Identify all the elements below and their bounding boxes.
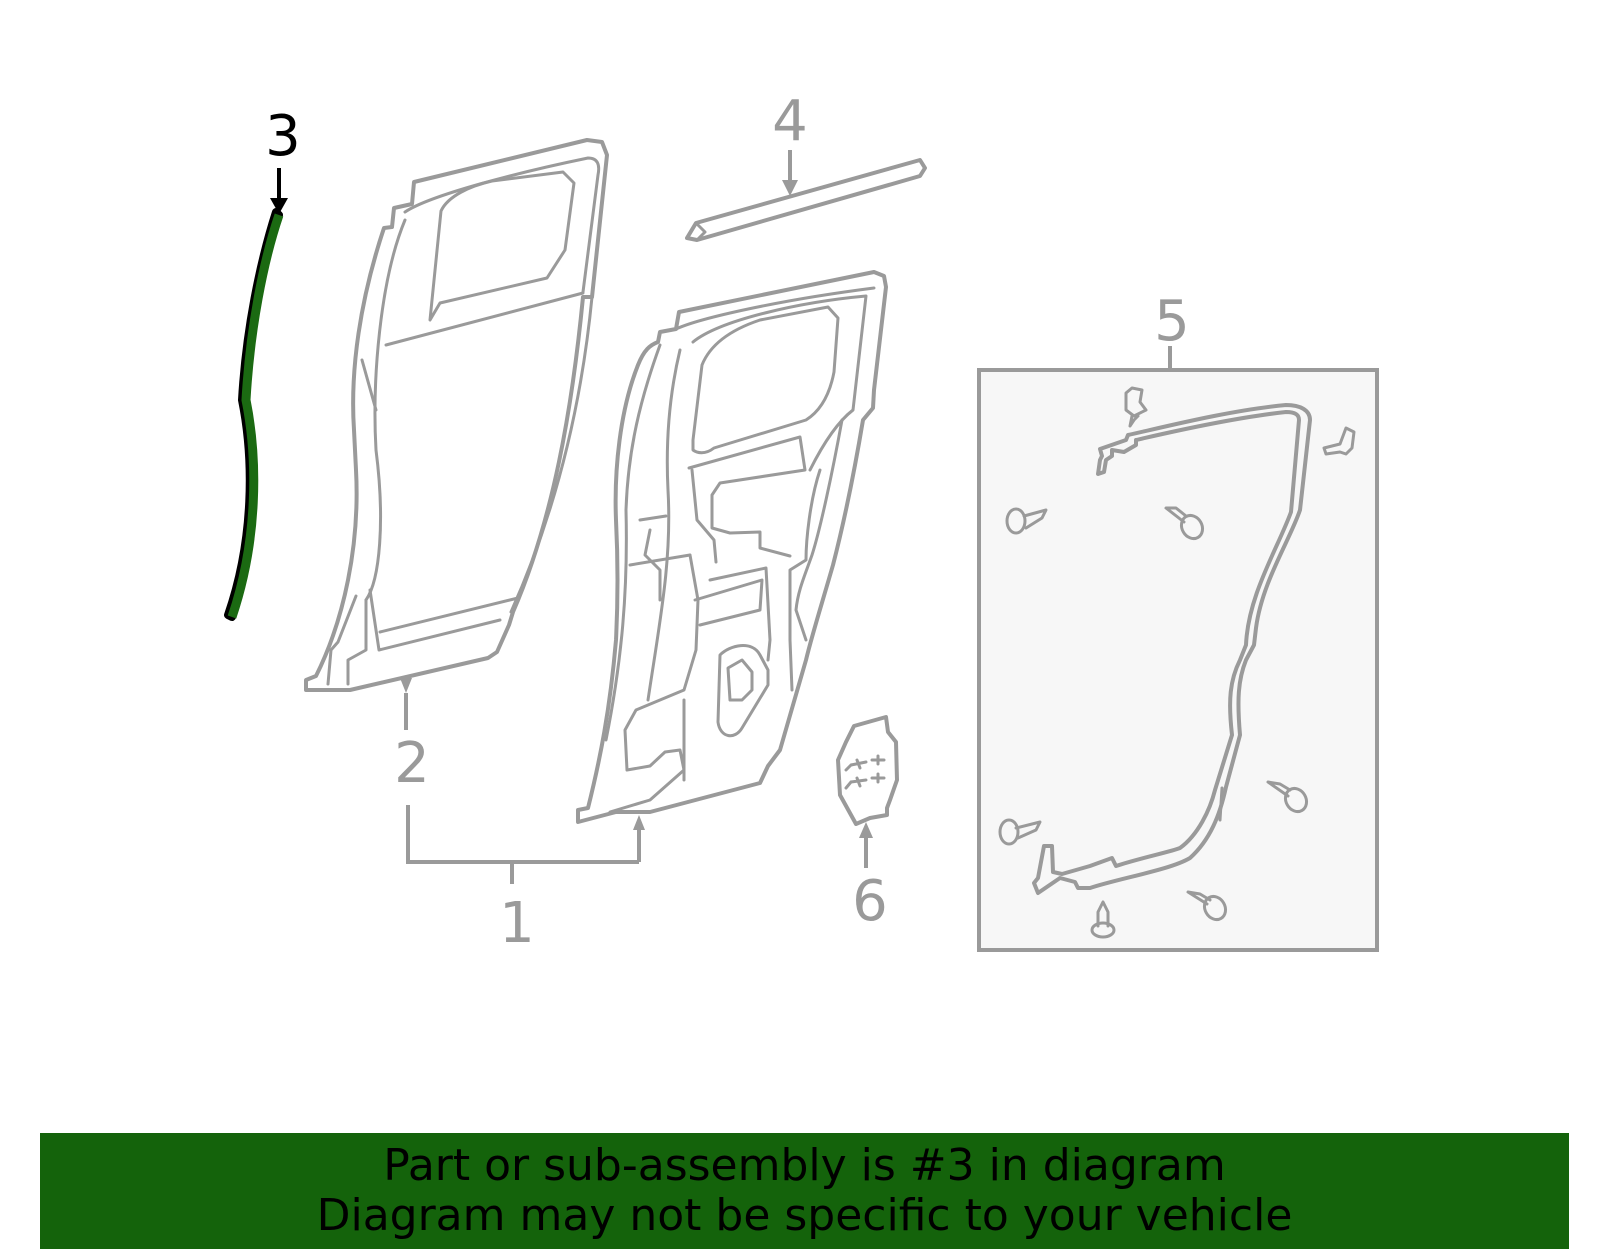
callout-1: 1 [406,805,645,956]
callout-4: 4 [772,89,808,196]
callout-5-label: 5 [1154,289,1190,354]
callout-1-label: 1 [499,891,535,956]
callout-6: 6 [852,822,888,934]
callout-6-label: 6 [852,869,888,934]
clip-fastener [998,818,1042,846]
part-1-door-assembly[interactable] [576,270,888,824]
clip-fastener [1322,426,1356,456]
callout-3: 3 [265,104,301,214]
clip-fastener [1164,506,1205,541]
clip-fastener [1186,890,1228,922]
clip-fastener [1005,507,1048,535]
clip-fastener [1090,900,1116,939]
callout-3-label: 3 [265,104,301,169]
callout-4-label: 4 [772,89,808,154]
part-5-seal-kit[interactable] [977,368,1379,952]
callout-5: 5 [1154,289,1190,370]
part-2-door-shell[interactable] [304,138,609,692]
part-6-bracket[interactable] [836,715,899,826]
part-4-belt-molding[interactable] [685,158,927,242]
part-3-weatherstrip[interactable] [224,208,284,621]
banner-line-2: Diagram may not be specific to your vehi… [316,1190,1293,1241]
callout-2: 2 [394,678,430,796]
banner-line-1: Part or sub-assembly is #3 in diagram [383,1140,1226,1191]
clip-fastener [1266,780,1309,814]
info-banner: Part or sub-assembly is #3 in diagram Di… [40,1133,1569,1249]
callout-2-label: 2 [394,731,430,796]
clip-fastener [1124,386,1148,428]
